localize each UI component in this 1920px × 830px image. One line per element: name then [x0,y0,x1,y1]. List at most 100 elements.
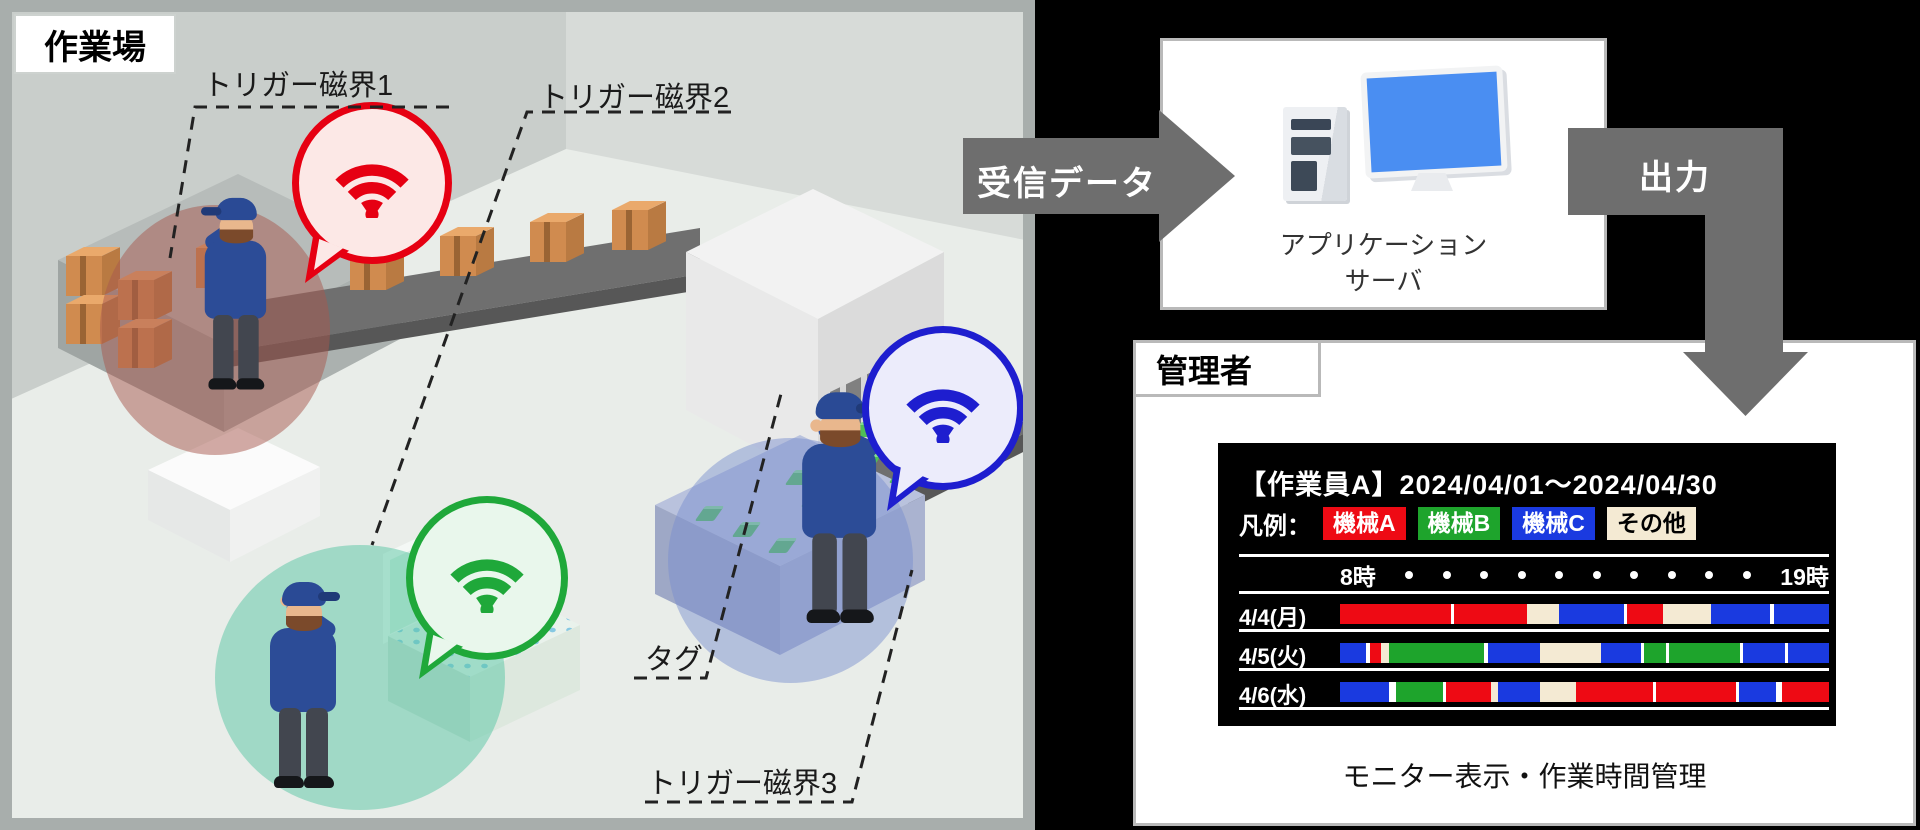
wifi-icon [443,539,531,618]
separator-line [1239,629,1829,632]
timeline-segment [1340,682,1390,702]
timeline-segment [1366,643,1370,663]
cardboard-box [66,238,120,296]
admin-caption: モニター表示・作業時間管理 [1342,761,1707,792]
timeline-segment [1484,643,1488,663]
hour-dot-icon [1405,571,1414,579]
received-data-arrow: 受信データ [963,110,1235,242]
worker-3 [782,390,898,627]
timeline-segment [1739,682,1777,702]
received-data-label: 受信データ [977,165,1157,203]
hour-dot-icon [1630,571,1639,579]
legend-chips: 機械A 機械B 機械C その他 [1323,506,1696,540]
timeline-segment [1539,643,1601,663]
workplace-title-box: 作業場 [14,14,176,74]
hour-dot-icon [1667,571,1676,579]
timeline-segment [1575,682,1653,702]
server-caption-line2: サーバ [1344,266,1423,296]
timeline-segment [1665,643,1669,663]
legend-row: 凡例： 機械A 機械B 機械C その他 [1239,506,1696,540]
arrow-head-down-icon [1683,352,1808,416]
timeline-segment [1442,682,1447,702]
timeline-segment [1627,604,1664,624]
output-arrow: 出力 [1568,128,1813,418]
timeline-segment [1369,643,1382,663]
trigger-response-bubble-green [406,496,568,679]
timeline-bar [1340,643,1829,663]
hour-dot-icon [1555,571,1564,579]
day-label: 4/5(火) [1239,644,1307,669]
timeline-segment [1656,682,1737,702]
hour-dot-icon [1517,571,1526,579]
timeline-segment [1389,643,1485,663]
timeline-segment [1643,643,1666,663]
timeline-segment [1389,682,1396,702]
admin-title-box: 管理者 [1133,340,1321,397]
timeline-segment [1446,682,1492,702]
hour-dot-icon [1592,571,1601,579]
timeline-segment [1736,682,1740,702]
timeline-row: 4/6(水) [1239,673,1829,712]
wifi-icon [328,144,416,223]
timeline-segment [1395,682,1443,702]
timeline-segment [1770,604,1774,624]
timeline-segment [1491,682,1499,702]
separator-line [1239,554,1829,557]
timeline-segment [1788,643,1829,663]
timeline-segment [1527,604,1559,624]
day-label: 4/6(水) [1239,683,1307,708]
timeline-segment [1340,604,1451,624]
timeline-segment [1640,643,1644,663]
tag-label: タグ [645,644,704,676]
timeline-segment [1453,604,1528,624]
timeline-rows: 4/4(月)4/5(火)4/6(水) [1239,595,1829,712]
timeline-segment [1710,604,1771,624]
timeline-segment [1498,682,1540,702]
server-caption-line1: アプリケーション [1279,230,1488,260]
timeline-segment [1668,643,1740,663]
timeline-segment [1742,643,1785,663]
wifi-icon [899,369,987,448]
hour-dot-icon [1480,571,1489,579]
legend-chip: 機械C [1512,506,1595,540]
timeline-row: 4/5(火) [1239,634,1829,673]
legend-label: 凡例： [1239,512,1311,540]
timeline-segment [1623,604,1627,624]
timeline-segment [1776,682,1783,702]
timeline-segment [1652,682,1657,702]
timeline-segment [1782,682,1829,702]
cardboard-box [66,286,120,344]
admin-title: 管理者 [1156,352,1253,389]
timeline-segment [1663,604,1711,624]
separator-line [1239,591,1829,594]
timeline-segment [1784,643,1789,663]
arrow-head-right-icon [1159,110,1235,242]
worker-1 [188,196,285,393]
legend-chip: 機械B [1417,506,1501,540]
output-label: 出力 [1639,159,1711,197]
timeline-segment [1539,682,1576,702]
timeline-segment [1381,643,1390,663]
workplace-title: 作業場 [44,28,146,67]
hour-dot-icon [1742,571,1751,579]
hour-dot-icon [1442,571,1451,579]
legend-chip: 機械A [1323,506,1406,540]
workplace-panel: トリガー磁界1 トリガー磁界2 タグ トリガー磁界3 作業場 [0,0,1035,830]
monitor-stand-icon [1411,173,1453,191]
cardboard-box [612,192,666,250]
monitor-screen-icon [1360,65,1508,179]
cardboard-box [530,204,584,262]
timeline-bar [1340,682,1829,702]
legend-chip: その他 [1606,506,1696,540]
worker-2 [252,580,356,792]
timeline-segment [1451,604,1454,624]
trigger1-label: トリガー磁界1 [203,70,394,102]
timeline-segment [1340,643,1367,663]
timeline-segment [1558,604,1624,624]
axis-start-label: 8時 [1340,564,1376,590]
hour-dot-icon [1705,571,1714,579]
